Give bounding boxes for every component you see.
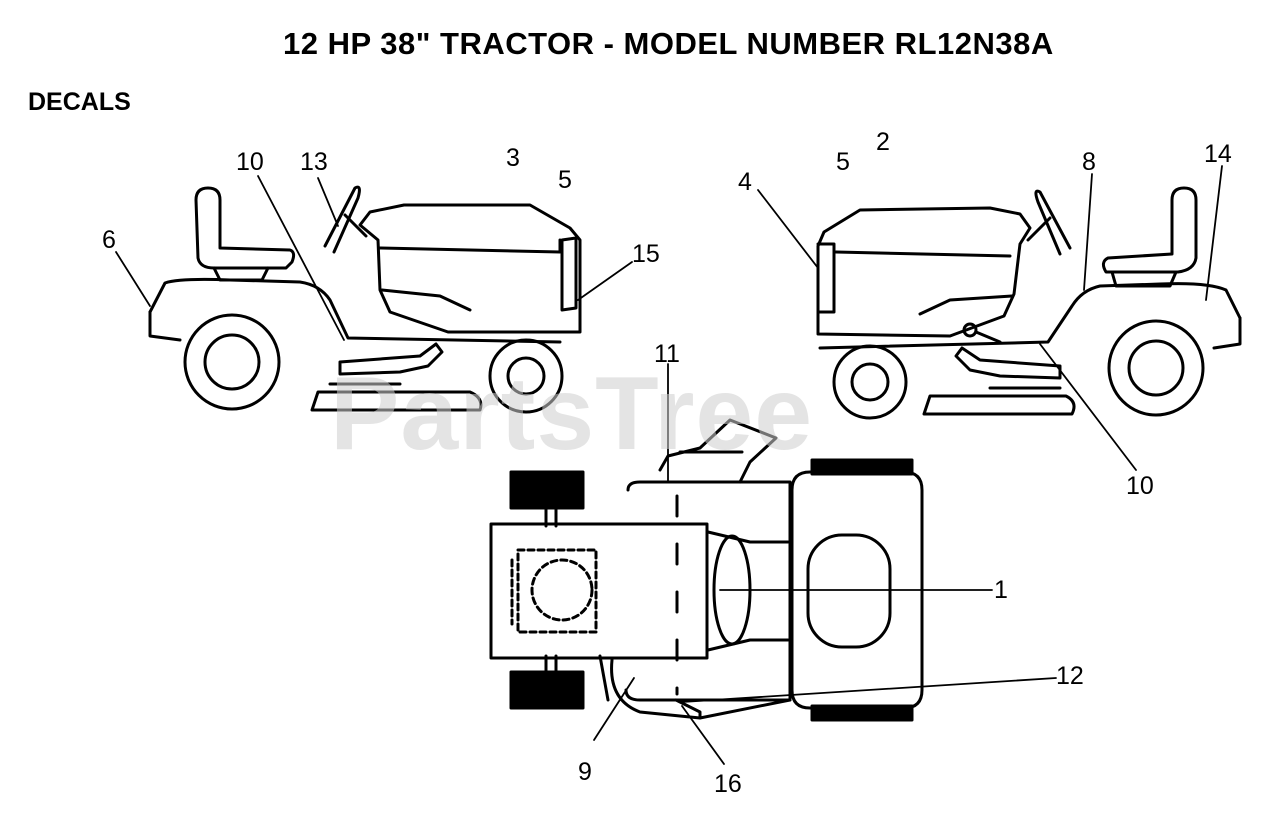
- callout-1: 1: [994, 576, 1008, 604]
- callout-3: 3: [506, 144, 520, 172]
- callout-5a: 5: [558, 166, 572, 194]
- callout-6: 6: [102, 226, 116, 254]
- callout-10b: 10: [1126, 472, 1154, 500]
- leader-lines: [115, 165, 1223, 765]
- page-title: 12 HP 38" TRACTOR - MODEL NUMBER RL12N38…: [283, 26, 1054, 61]
- tractor-left-view: [148, 185, 582, 414]
- callout-10a: 10: [236, 148, 264, 176]
- tractor-top-view: [489, 418, 924, 722]
- callout-12: 12: [1056, 662, 1084, 690]
- watermark: PartsTree: [330, 356, 814, 472]
- callout-4: 4: [738, 168, 752, 196]
- callout-9: 9: [578, 758, 592, 786]
- callout-11: 11: [654, 340, 680, 368]
- section-label: DECALS: [28, 88, 131, 116]
- callout-15: 15: [632, 240, 660, 268]
- callout-5b: 5: [836, 148, 850, 176]
- callout-2: 2: [876, 128, 890, 156]
- callout-13: 13: [300, 148, 328, 176]
- callout-16: 16: [714, 770, 742, 798]
- callout-labels: 1 2 3 4 5 5 6 8 9 10 10 11 12 13 14 15 1…: [102, 128, 1232, 798]
- callout-8: 8: [1082, 148, 1096, 176]
- callout-14: 14: [1204, 140, 1232, 168]
- tractor-right-view: [816, 186, 1242, 420]
